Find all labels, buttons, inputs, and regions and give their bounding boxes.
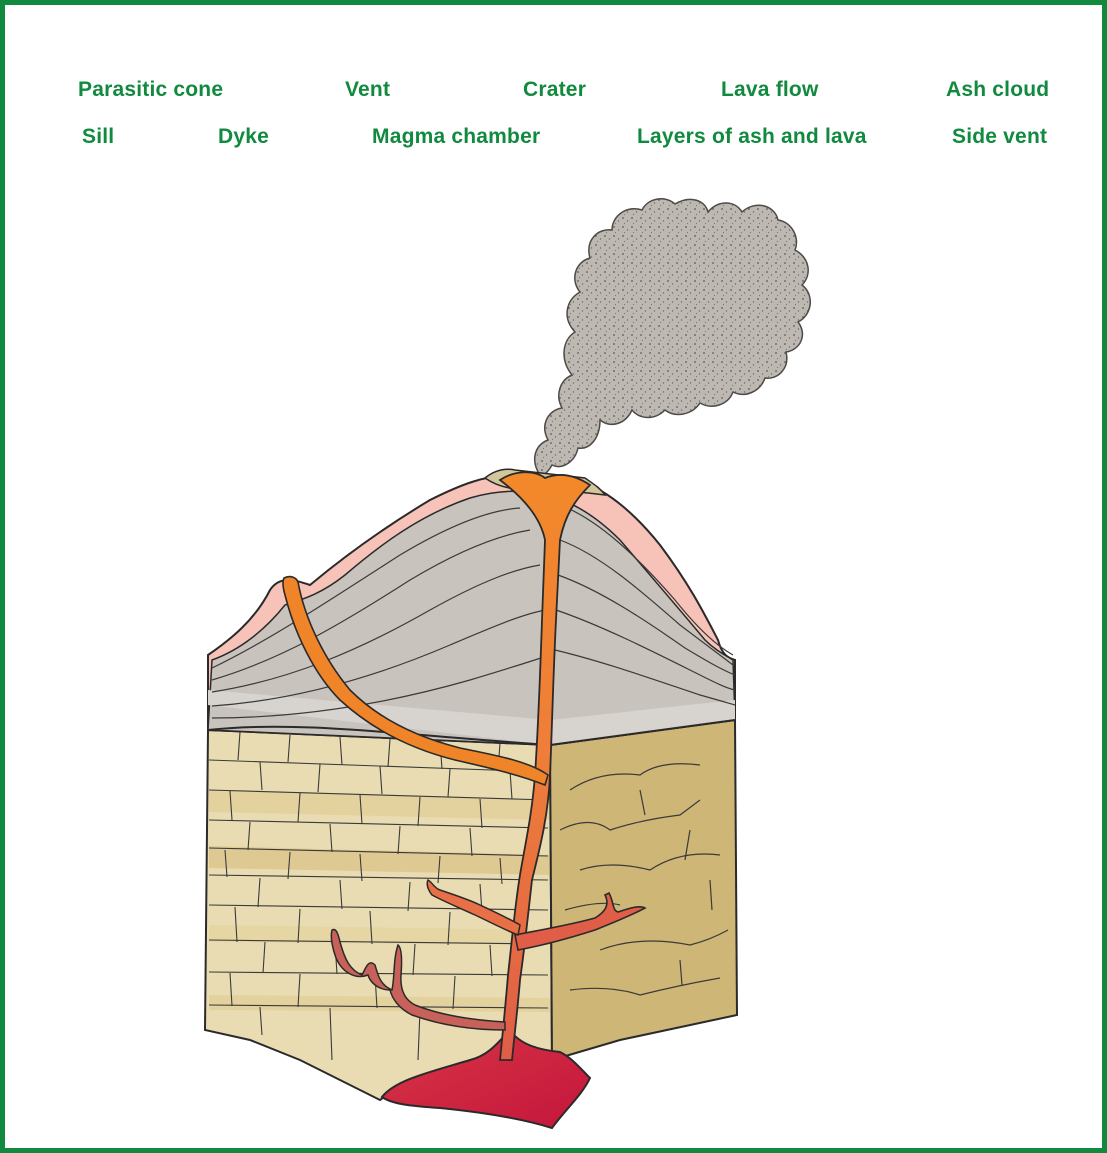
ash-cloud <box>535 199 811 475</box>
volcanic-cone <box>208 476 735 745</box>
rock-side-face <box>550 720 737 1060</box>
